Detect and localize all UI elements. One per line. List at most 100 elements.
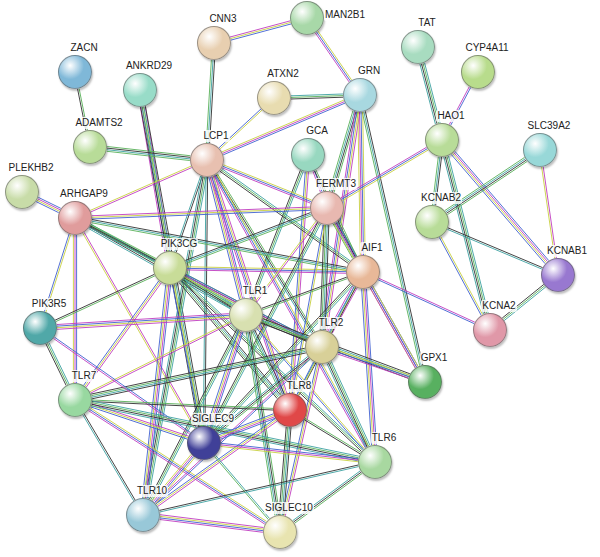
interaction-edge [46, 343, 69, 386]
protein-node: TLR7 [58, 383, 92, 417]
protein-node: GPX1 [408, 365, 442, 399]
node-label: ZACN [69, 42, 98, 54]
node-sphere [190, 143, 224, 177]
node-label: ATXN2 [266, 68, 300, 80]
protein-node: FERMT3 [310, 191, 344, 225]
edge-stroke [209, 177, 240, 299]
interaction-edge [57, 314, 229, 330]
edge-stroke [330, 362, 369, 446]
protein-node: KCNAB2 [415, 205, 449, 239]
edge-stroke [57, 318, 229, 329]
node-sphere [523, 133, 557, 167]
interaction-edge [55, 274, 155, 321]
edge-stroke [91, 350, 305, 396]
edge-stroke [107, 150, 190, 159]
edge-stroke [336, 222, 355, 256]
edge-stroke [337, 222, 356, 256]
interaction-edge [304, 418, 361, 454]
interaction-edge [156, 419, 277, 507]
edge-stroke [160, 519, 263, 532]
edge-stroke [331, 361, 370, 445]
node-sphere [305, 330, 339, 364]
edge-stroke [447, 161, 527, 214]
node-sphere [123, 73, 157, 107]
node-label: GRN [357, 65, 381, 77]
edge-stroke [290, 172, 306, 393]
protein-node: ANKRD29 [123, 73, 157, 107]
protein-node: LCP1 [190, 143, 224, 177]
interaction-edge [159, 465, 358, 512]
protein-node: HAO1 [425, 123, 459, 157]
interaction-edge [315, 31, 351, 82]
edge-stroke [342, 150, 428, 201]
node-label: CYP4A11 [464, 42, 509, 54]
edge-stroke [284, 364, 318, 516]
edge-stroke [362, 112, 419, 366]
interaction-edge [293, 471, 363, 523]
node-label: FERMT3 [315, 178, 357, 190]
interaction-edge [257, 327, 365, 450]
edge-stroke [341, 147, 427, 198]
edge-stroke [338, 352, 409, 376]
protein-node: AIF1 [346, 255, 380, 289]
edge-stroke [223, 165, 311, 200]
edge-stroke [157, 420, 276, 505]
edge-stroke [92, 400, 273, 408]
interaction-edge [282, 363, 320, 516]
edge-stroke [151, 330, 238, 500]
edge-stroke [207, 330, 238, 426]
node-label: SIGLEC9 [191, 413, 235, 425]
interaction-edge [107, 146, 191, 160]
protein-node: SIGLEC10 [263, 515, 297, 549]
interaction-edge [447, 228, 542, 269]
node-sphere [263, 515, 297, 549]
node-label: MAN2B1 [324, 9, 366, 21]
edge-stroke [142, 285, 165, 498]
node-sphere [343, 78, 377, 112]
protein-node: CYP4A11 [461, 55, 495, 89]
edge-stroke [212, 176, 243, 298]
edge-stroke [441, 237, 483, 315]
protein-node: TAT [401, 30, 435, 64]
edge-stroke [146, 285, 169, 498]
node-label: GPX1 [420, 352, 449, 364]
edge-stroke [335, 223, 354, 257]
node-sphere [461, 55, 495, 89]
node-sphere [310, 191, 344, 225]
edge-stroke [91, 224, 232, 304]
edge-stroke [282, 363, 316, 515]
edge-stroke [159, 465, 358, 510]
interaction-edge [219, 109, 262, 149]
node-sphere [290, 1, 324, 35]
edge-stroke [46, 344, 66, 385]
edge-stroke [73, 235, 74, 383]
node-sphere [425, 123, 459, 157]
protein-node: ATXN2 [257, 81, 291, 115]
protein-node: PIK3R5 [23, 311, 57, 345]
interaction-edge [36, 197, 61, 212]
node-label: TLR8 [286, 380, 312, 392]
node-sphere [153, 251, 187, 285]
protein-node: CNN3 [197, 26, 231, 60]
node-sphere [473, 313, 507, 347]
edge-stroke [160, 467, 359, 512]
edge-stroke [57, 317, 229, 328]
node-sphere [58, 383, 92, 417]
edge-stroke [339, 351, 410, 375]
node-label: TLR10 [136, 485, 168, 497]
edge-stroke [451, 154, 545, 263]
interaction-edge [230, 21, 291, 40]
edge-stroke [378, 280, 474, 324]
edge-stroke [107, 151, 190, 160]
edge-stroke [57, 314, 229, 325]
node-label: KCNAB2 [420, 192, 462, 204]
node-label: TLR7 [71, 370, 97, 382]
node-label: PIK3CG [160, 238, 199, 250]
node-sphere [291, 138, 325, 172]
node-label: TLR6 [371, 432, 397, 444]
edge-stroke [370, 288, 415, 368]
interaction-edge [439, 237, 482, 316]
node-sphere [415, 205, 449, 239]
edge-stroke [305, 418, 361, 452]
